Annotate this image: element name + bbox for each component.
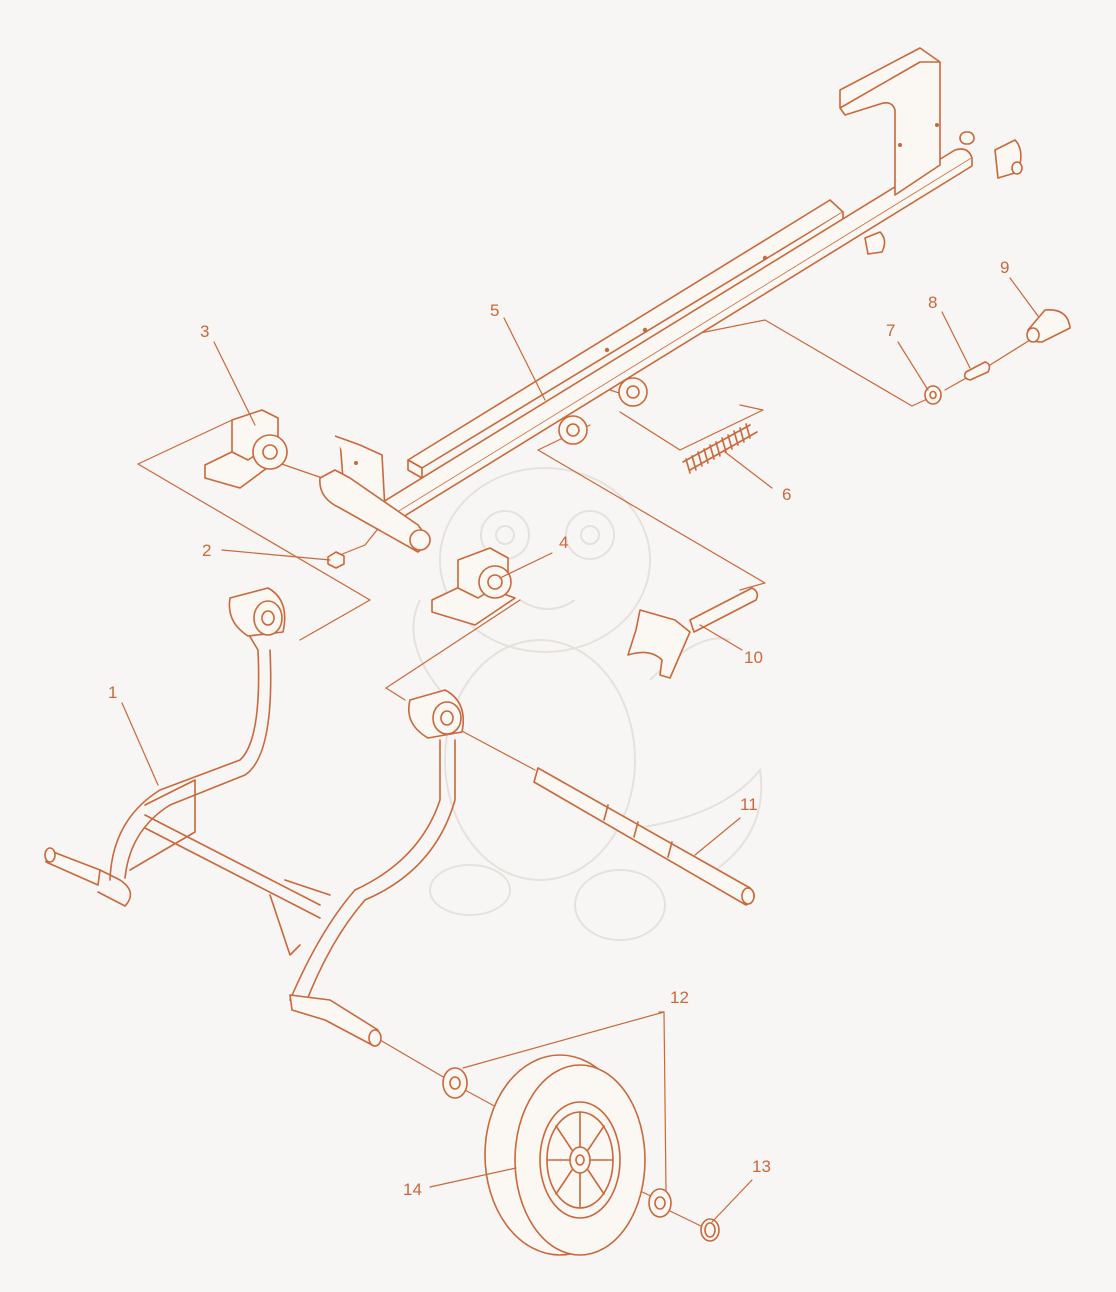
part-14-wheel [484, 1054, 646, 1256]
callout-3: 3 [200, 322, 209, 341]
part-2-nut [327, 551, 345, 569]
callout-9: 9 [1000, 258, 1009, 277]
callout-8: 8 [928, 293, 937, 312]
callout-12: 12 [670, 988, 689, 1007]
callout-labels: 1 2 3 4 5 6 7 8 9 10 11 12 13 14 [108, 258, 1009, 1199]
callout-11: 11 [740, 795, 758, 814]
part-1-stand-frame [44, 587, 464, 1047]
part-11-axle [533, 767, 755, 906]
part-9-knob [1026, 309, 1071, 343]
callout-10: 10 [744, 648, 763, 667]
callout-13: 13 [752, 1157, 771, 1176]
part-3-bracket [204, 409, 288, 489]
callout-2: 2 [202, 541, 211, 560]
part-10-lever [627, 587, 759, 679]
part-6-spring [682, 423, 758, 474]
part-8-pin [963, 361, 991, 381]
callout-6: 6 [782, 485, 791, 504]
callout-7: 7 [886, 321, 895, 340]
part-12-washers [442, 1067, 672, 1218]
part-7-washer [924, 385, 942, 405]
part-4-bracket [431, 547, 516, 626]
callout-1: 1 [108, 683, 117, 702]
callout-5: 5 [490, 301, 499, 320]
part-13-clip [700, 1218, 720, 1242]
callout-4: 4 [559, 533, 568, 552]
callout-14: 14 [403, 1180, 422, 1199]
callout-leaders [121, 277, 1039, 1223]
part-5-main-frame [319, 47, 1023, 553]
